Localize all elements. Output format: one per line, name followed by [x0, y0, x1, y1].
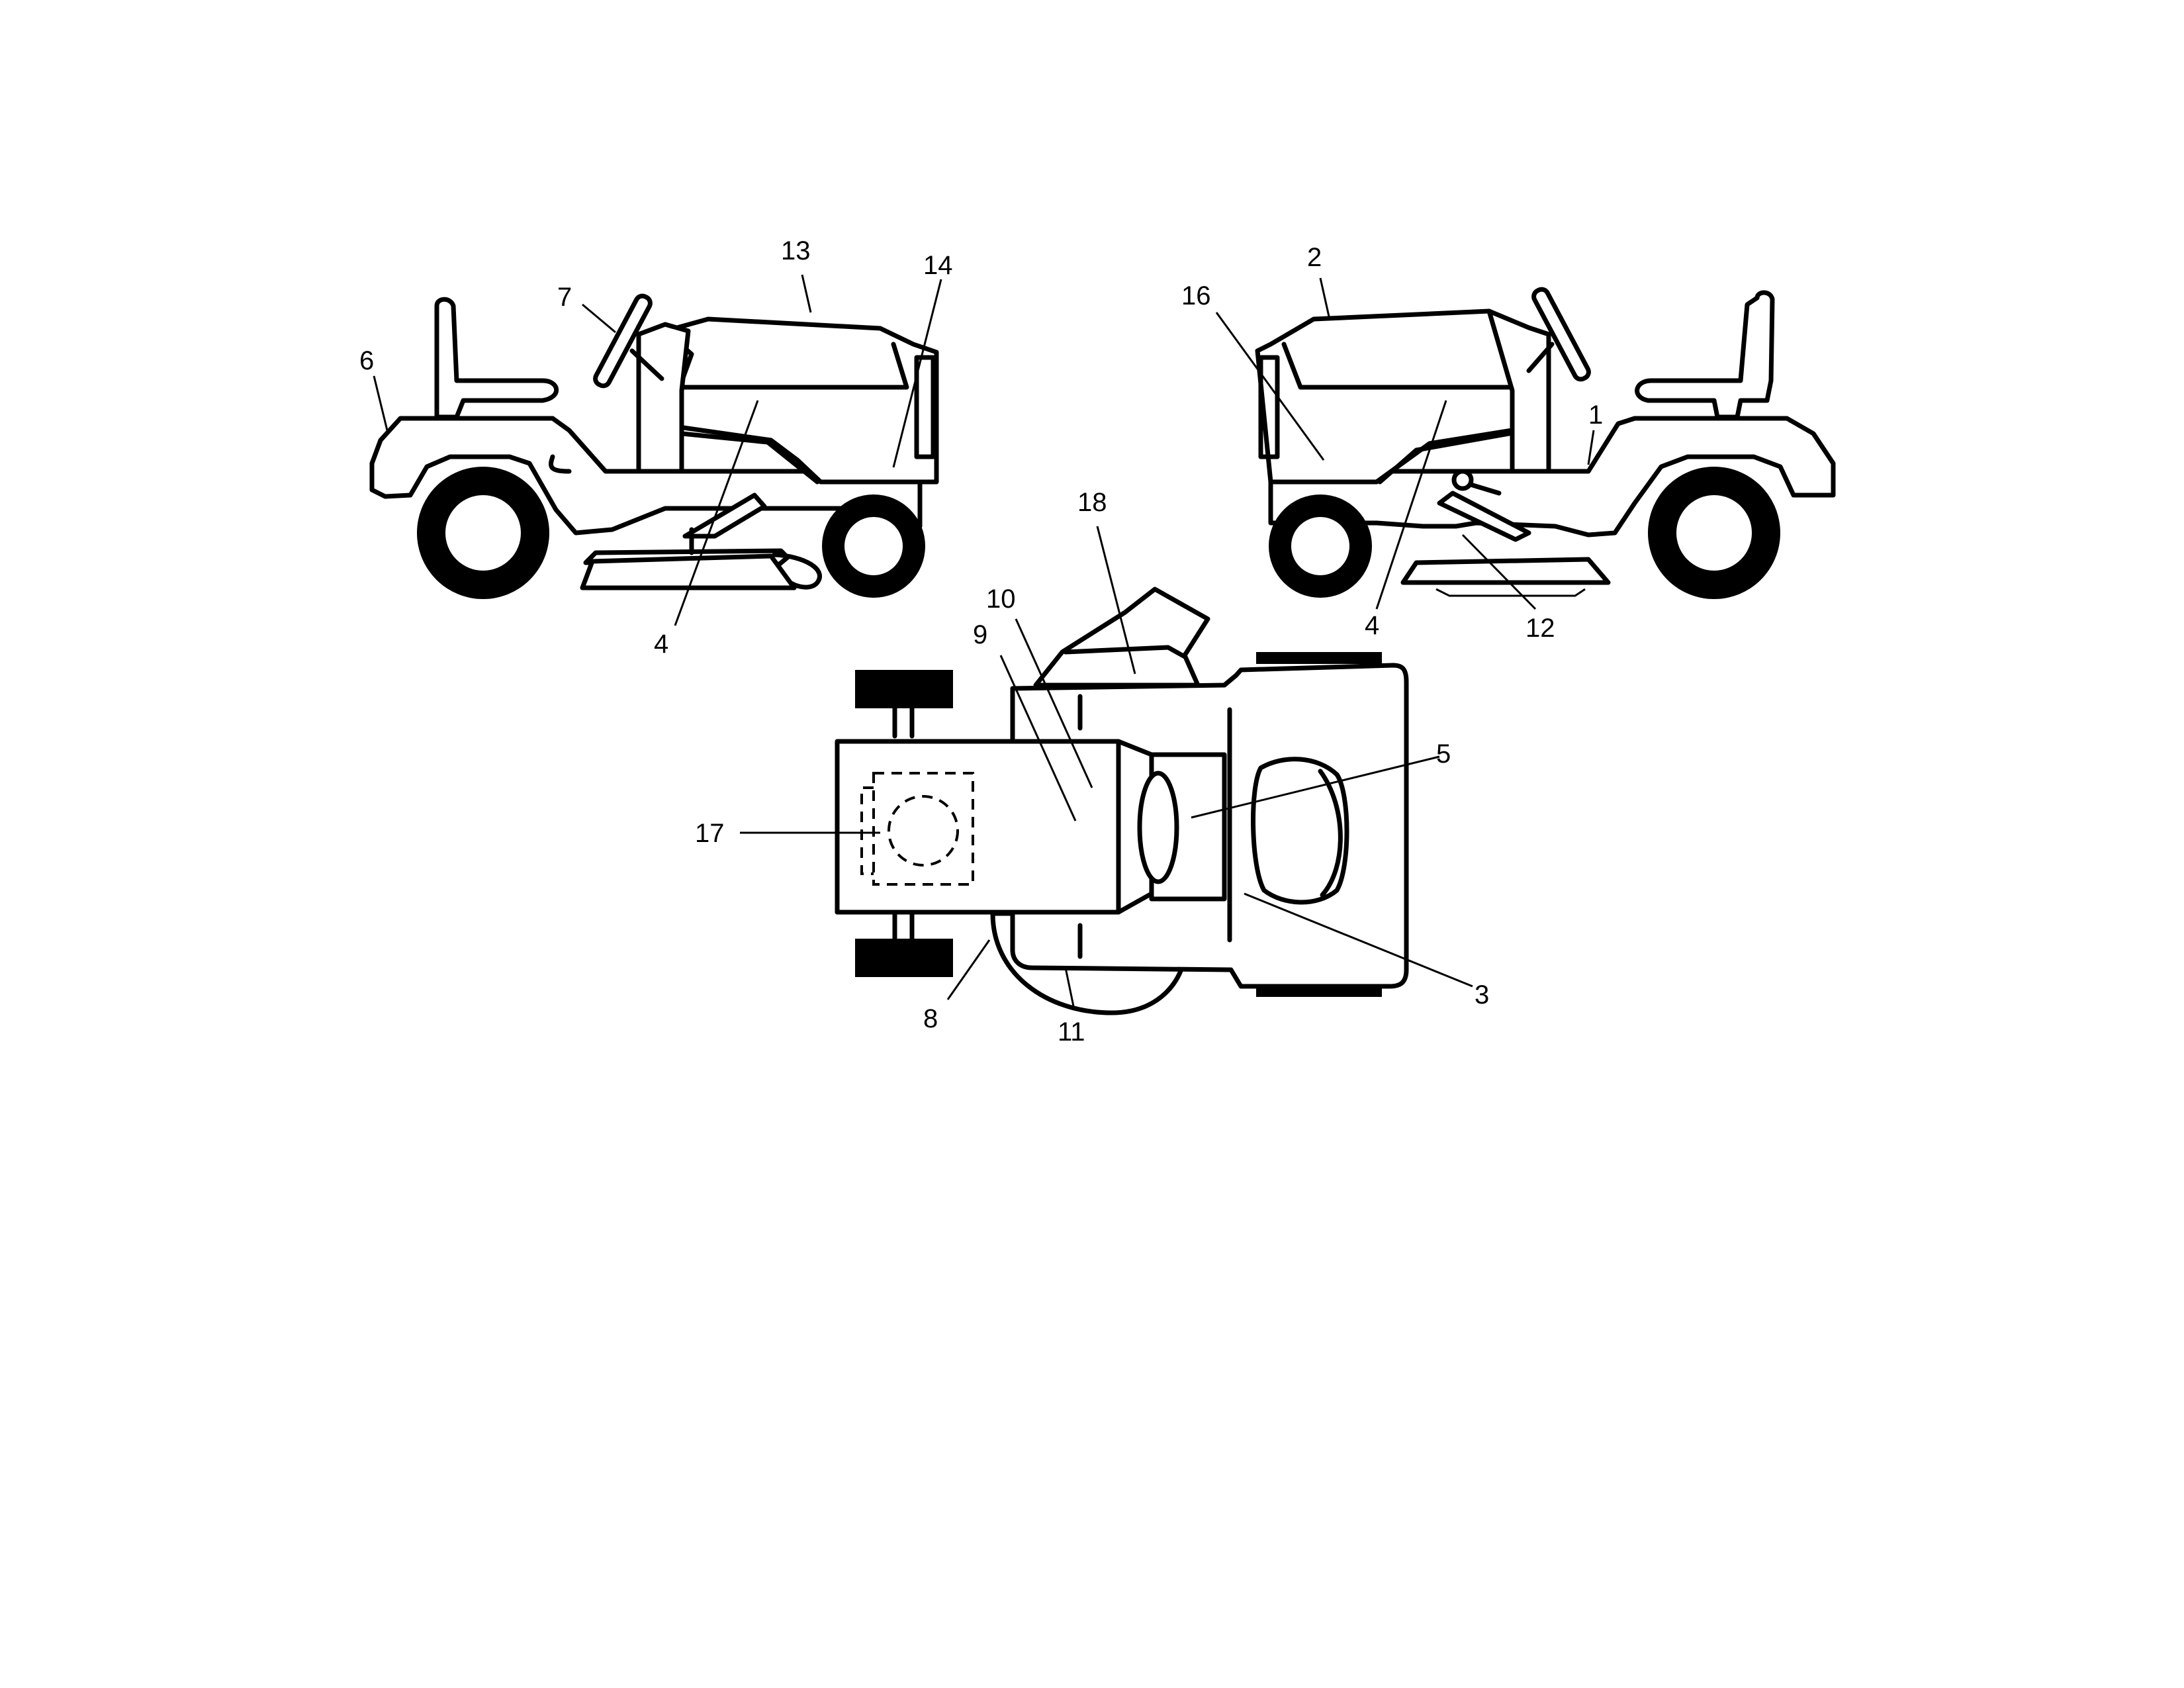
right-hood-seam	[1281, 342, 1512, 390]
right-lever-knob	[1451, 469, 1474, 491]
top-front-tire-lower	[855, 939, 953, 977]
top-chute-edge	[1063, 645, 1187, 659]
tractor-left-view	[369, 293, 939, 599]
right-steering-wheel	[1531, 287, 1591, 382]
left-steering-column	[629, 348, 664, 381]
leader-4a	[674, 400, 759, 626]
callout-3: 3	[1475, 980, 1489, 1009]
callout-9: 9	[973, 620, 987, 649]
leader-5	[1191, 755, 1440, 819]
leader-8	[946, 939, 991, 1000]
callout-4-left: 4	[654, 630, 668, 659]
top-front-axle-upper	[892, 706, 915, 739]
callout-12: 12	[1525, 614, 1555, 643]
right-dash-tower	[1486, 308, 1551, 474]
leader-16	[1215, 312, 1325, 461]
left-fender-arch	[549, 454, 572, 474]
callout-2: 2	[1307, 243, 1322, 272]
top-engine-outline	[872, 772, 974, 886]
callout-13: 13	[781, 236, 811, 265]
leader-13	[801, 274, 812, 313]
top-front-axle-lower	[892, 910, 915, 941]
top-engine-outline-side	[860, 786, 874, 875]
left-dash-tower	[636, 322, 691, 474]
right-hood-lower	[1377, 431, 1512, 485]
right-seat	[1635, 290, 1775, 420]
tractor-right-view	[1255, 287, 1836, 599]
left-rear-hub	[441, 491, 525, 575]
leader-7	[582, 303, 616, 334]
leader-6	[373, 375, 388, 431]
leader-2	[1319, 277, 1330, 317]
callout-4-right: 4	[1365, 611, 1379, 640]
right-lever-arm	[1468, 482, 1502, 496]
left-steering-wheel	[593, 293, 653, 389]
leader-lines	[373, 274, 1595, 1007]
leader-9	[999, 655, 1077, 821]
tractor-top-view	[835, 586, 1409, 1015]
callout-6: 6	[359, 346, 374, 375]
top-front-tire-upper	[855, 670, 953, 708]
right-pedal	[1437, 491, 1531, 542]
top-discharge-chute	[1033, 586, 1210, 688]
leader-14	[892, 279, 942, 468]
right-steering-column	[1526, 342, 1555, 373]
callout-17: 17	[695, 819, 725, 848]
right-hood	[1255, 308, 1515, 485]
leader-4b	[1375, 400, 1447, 610]
leader-1	[1587, 430, 1595, 465]
top-steering-wheel	[1137, 771, 1179, 884]
top-seat-back	[1318, 769, 1343, 898]
left-front-hub	[841, 513, 907, 579]
callout-1: 1	[1588, 400, 1603, 430]
callout-14: 14	[923, 251, 953, 280]
callout-11: 11	[1058, 1017, 1085, 1047]
callout-7: 7	[557, 283, 572, 312]
left-hood-seam	[676, 342, 909, 390]
right-front-hub	[1287, 513, 1353, 579]
top-engine-flywheel	[887, 795, 959, 867]
left-pedal	[682, 492, 767, 539]
left-rear-fender	[369, 416, 923, 536]
leader-11	[1064, 967, 1075, 1007]
top-seat	[1251, 757, 1349, 905]
callout-10: 10	[986, 585, 1016, 614]
callout-5: 5	[1436, 739, 1451, 769]
left-hood-lower	[679, 431, 820, 485]
leader-18	[1096, 526, 1136, 675]
right-rear-hub	[1672, 491, 1756, 575]
left-seat	[434, 297, 559, 420]
left-deck-top	[580, 553, 797, 590]
right-mower-deck	[1400, 557, 1611, 585]
callout-labels: 1 2 3 4 4 5 6 7 8 9 10 11 12 13 14 16 17…	[359, 236, 1603, 1047]
leader-10	[1015, 618, 1093, 788]
right-deck-skirt	[1435, 588, 1586, 597]
top-hood	[835, 739, 1154, 915]
leader-12	[1461, 534, 1537, 610]
callout-16: 16	[1181, 281, 1211, 310]
leader-3	[1244, 892, 1473, 988]
callout-18: 18	[1077, 488, 1107, 517]
callout-8: 8	[923, 1004, 938, 1033]
left-hood-vent	[914, 355, 936, 459]
right-hood-vent	[1258, 355, 1280, 459]
top-rear-tire-upper	[1256, 652, 1382, 664]
